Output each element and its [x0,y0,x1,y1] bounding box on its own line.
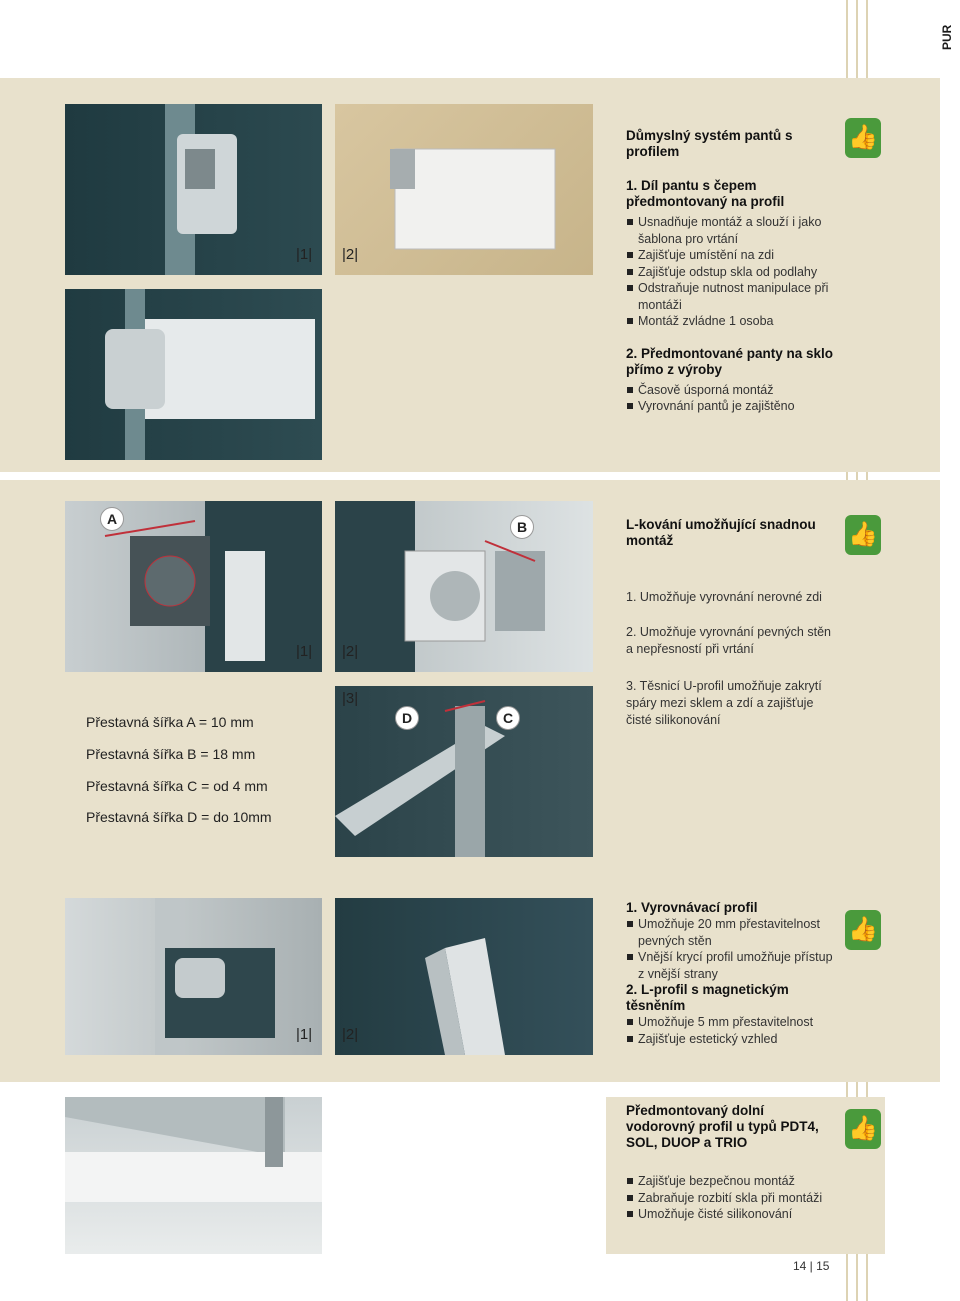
marker-a: A [100,507,124,531]
section4-panel: 👍 Předmontovaný dolní vodorovný profil u… [606,1097,885,1254]
spec-c: Přestavná šířka C = od 4 mm [86,778,268,794]
thumbs-up-icon: 👍 [845,1109,881,1149]
photo-hinge-1-top [65,104,322,275]
list-item: Usnadňuje montáž a slouží i jako šablona… [626,214,839,247]
section1-item2-title: 2. Předmontované panty na sklo přímo z v… [626,345,834,377]
section1-label-2: |2| [342,246,359,263]
list-item: Zajišťuje odstup skla od podlahy [626,264,839,281]
spec-a: Přestavná šířka A = 10 mm [86,714,254,730]
marker-d: D [395,706,419,730]
section4-title: Předmontovaný dolní vodorovný profil u t… [626,1103,819,1150]
photo-hinge-2 [335,104,593,275]
section1-title: Důmyslný systém pantů s profilem [626,128,793,159]
list-item: Zajišťuje umístění na zdi [626,247,839,264]
section2-item-1: 1. Umožňuje vyrovnání nerovné zdi [626,590,822,604]
photo-bottom-profile [65,1097,322,1254]
list-item: Zajišťuje bezpečnou montáž [626,1173,839,1190]
section2-label-2: |2| [342,643,359,660]
section2-label-1: |1| [296,643,313,660]
list-item: Umožňuje čisté silikonování [626,1206,839,1223]
page-numbers: 14 | 15 [793,1259,830,1273]
section3-item1-title: 1. Vyrovnávací profil [626,900,758,915]
photo-lbracket-3 [335,686,593,857]
spec-b: Přestavná šířka B = 18 mm [86,746,256,762]
section3-item2-title: 2. L-profil s magnetickým těsněním [626,982,789,1013]
list-item: Vnější krycí profil umožňuje přístup z v… [626,949,839,982]
section2-panel: 👍 L-kování umožňující snadnou montáž 1. … [606,501,885,857]
section2-label-3: |3| [342,690,359,707]
side-label: PUR [940,24,954,50]
section3-label-2: |2| [342,1026,359,1043]
section2-item-3: 3. Těsnicí U-profil umožňuje zakrytí spá… [626,679,822,727]
section2-item-2: 2. Umožňuje vyrovnání pevných stěn a nep… [626,625,831,656]
photo-lbracket-2 [335,501,593,672]
thumbs-up-icon: 👍 [845,910,881,950]
section1-panel: 👍 Důmyslný systém pantů s profilem 1. Dí… [606,104,885,460]
photo-profile-1 [65,898,322,1055]
section2-title: L-kování umožňující snadnou montáž [626,517,816,548]
photo-hinge-1-bottom [65,289,322,460]
list-item: Montáž zvládne 1 osoba [626,313,839,330]
section3-label-1: |1| [296,1026,313,1043]
list-item: Časově úsporná montáž [626,382,839,399]
thumbs-up-icon: 👍 [845,515,881,555]
marker-b: B [510,515,534,539]
section1-label-1: |1| [296,246,313,263]
list-item: Zabraňuje rozbití skla při montáži [626,1190,839,1207]
section3-panel: 👍 1. Vyrovnávací profil Umožňuje 20 mm p… [606,898,885,1055]
list-item: Umožňuje 20 mm přestavitelnost pevných s… [626,916,839,949]
list-item: Odstraňuje nutnost manipulace při montáž… [626,280,839,313]
spec-d: Přestavná šířka D = do 10mm [86,809,272,825]
thumbs-up-icon: 👍 [845,118,881,158]
list-item: Vyrovnání pantů je zajištěno [626,398,839,415]
section1-item1-title: 1. Díl pantu s čepem předmontovaný na pr… [626,178,785,209]
marker-c: C [496,706,520,730]
list-item: Umožňuje 5 mm přestavitelnost [626,1014,839,1031]
photo-profile-2 [335,898,593,1055]
list-item: Zajišťuje estetický vzhled [626,1031,839,1048]
